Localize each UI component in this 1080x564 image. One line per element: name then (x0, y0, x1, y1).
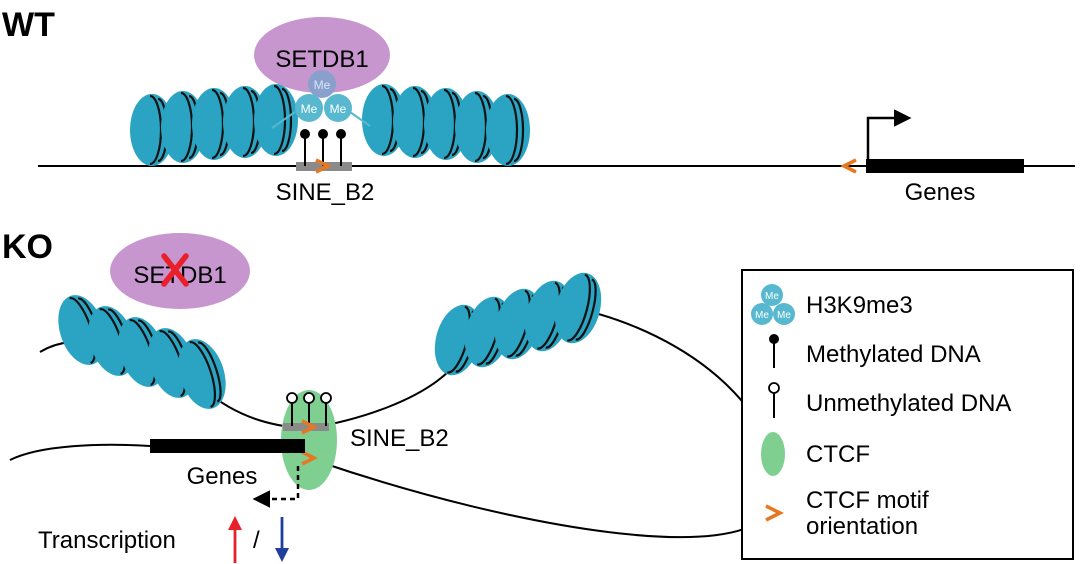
wt-gene-body (866, 159, 1024, 173)
svg-text:Me: Me (777, 310, 791, 321)
wt-panel: WT SETDB1 Me (2, 6, 1075, 206)
ko-panel: KO SETDB1 (2, 228, 777, 563)
wt-tss-arrow (866, 109, 912, 160)
ko-nucleosome-array-right (426, 266, 610, 382)
ko-sine-b2-element (283, 423, 329, 431)
legend-item-h3k9me3: Me Me Me H3K9me3 (751, 284, 913, 325)
ko-transcription-label: Transcription (38, 527, 176, 554)
ko-gene-ctcf-motif-chevron (301, 450, 318, 466)
legend-box (741, 269, 1074, 560)
h3k9me3-icon: Me Me Me (751, 284, 795, 325)
knockout-cross-icon (161, 253, 189, 287)
ko-sine-b2-label: SINE_B2 (350, 425, 449, 452)
wt-nucleosome-array-right (360, 82, 532, 168)
wt-ctcf-motif-chevron (315, 158, 332, 174)
legend-label-methylated-dna: Methylated DNA (806, 341, 981, 368)
svg-text:Me: Me (765, 291, 779, 302)
svg-text:Me: Me (755, 310, 769, 321)
wt-nucleosome-array-left (128, 82, 300, 168)
legend-item-methylated-dna: Methylated DNA (769, 334, 981, 368)
svg-text:Me: Me (330, 102, 347, 116)
legend-label-ctcf: CTCF (806, 441, 870, 468)
transcription-down-arrow-icon (275, 517, 289, 562)
wt-h3k9me3-marks: Me Me Me (271, 70, 371, 129)
ko-gene-body (150, 439, 305, 453)
ko-sine-ctcf-motif-chevron (301, 419, 318, 435)
ko-nucleosome-array-left (48, 287, 236, 417)
ko-transcription-separator: / (253, 527, 260, 554)
wt-setdb1-label: SETDB1 (275, 46, 368, 73)
green-ellipse-icon (761, 432, 785, 476)
ko-label: KO (2, 228, 53, 266)
ko-unmethylated-dna-lollipops (286, 392, 332, 426)
wt-methylated-dna-lollipops (300, 129, 346, 166)
legend-label-h3k9me3: H3K9me3 (806, 292, 913, 319)
ko-dashed-transcription-arrow (252, 466, 300, 508)
ko-genes-label: Genes (187, 463, 258, 490)
filled-lollipop-icon (769, 334, 779, 368)
wt-setdb1-enzyme (254, 17, 390, 93)
legend: Me Me Me H3K9me3 Methylated DNA Unmethyl… (741, 269, 1074, 560)
wt-label: WT (2, 6, 55, 44)
svg-text:Me: Me (301, 102, 318, 116)
wt-gene-ctcf-motif-chevron (840, 158, 857, 174)
ko-ctcf-protein (281, 390, 337, 490)
legend-item-ctcf: CTCF (761, 432, 870, 476)
legend-label-ctcf-motif-line2: orientation (806, 513, 918, 540)
orange-chevron-icon (765, 504, 784, 522)
transcription-up-arrow-icon (228, 516, 242, 563)
legend-label-unmethylated-dna: Unmethylated DNA (806, 390, 1011, 417)
legend-item-unmethylated-dna: Unmethylated DNA (768, 382, 1011, 418)
svg-text:Me: Me (314, 78, 331, 92)
legend-label-ctcf-motif: CTCF motif (806, 487, 929, 514)
open-lollipop-icon (768, 382, 780, 418)
wt-sine-b2-label: SINE_B2 (276, 179, 375, 206)
ko-setdb1-enzyme (110, 233, 250, 309)
legend-item-ctcf-motif: CTCF motif orientation (765, 487, 929, 540)
wt-genes-label: Genes (905, 179, 976, 206)
